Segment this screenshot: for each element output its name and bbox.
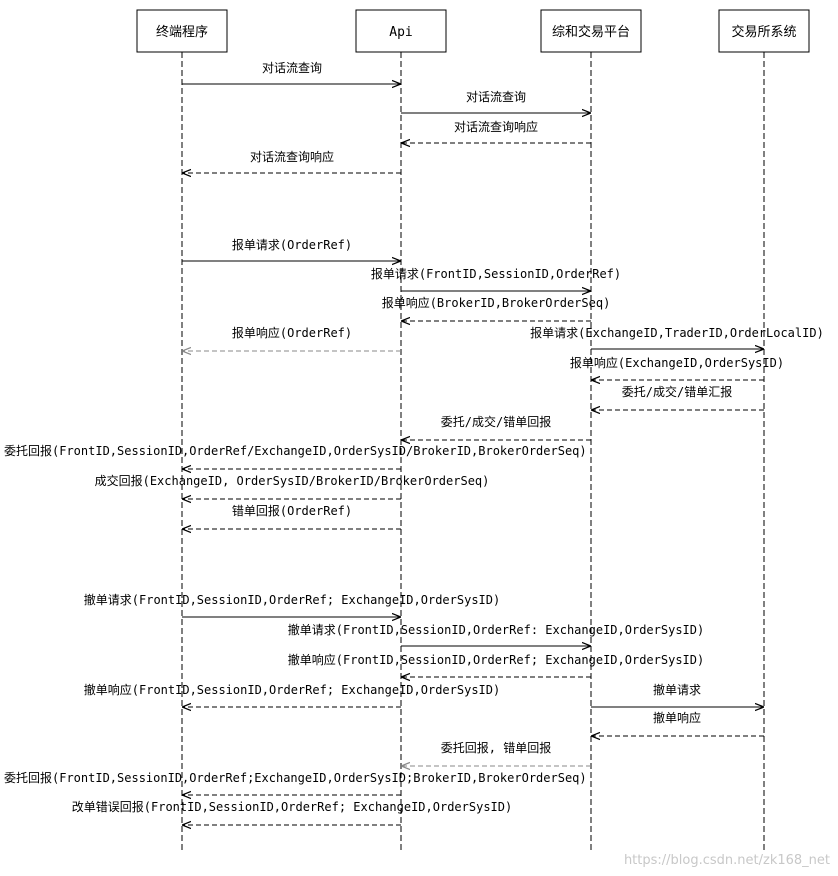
message-label: 成交回报(ExchangeID, OrderSysID/BrokerID/Bro… <box>95 473 490 488</box>
message-18: 撤单响应(FrontID,SessionID,OrderRef; Exchang… <box>288 652 704 677</box>
message-label: 委托回报(FrontID,SessionID,OrderRef/Exchange… <box>4 443 587 458</box>
actor-api-label: Api <box>389 25 412 40</box>
message-label: 报单请求(OrderRef) <box>232 237 352 252</box>
message-label: 报单响应(ExchangeID,OrderSysID) <box>570 355 784 370</box>
message-13: 委托回报(FrontID,SessionID,OrderRef/Exchange… <box>4 443 587 469</box>
message-label: 报单请求(FrontID,SessionID,OrderRef) <box>371 266 621 281</box>
actor-exchange-box <box>718 9 810 53</box>
actor-platform-label: 综和交易平台 <box>552 24 630 40</box>
message-14: 成交回报(ExchangeID, OrderSysID/BrokerID/Bro… <box>95 473 490 499</box>
message-label: 报单请求(ExchangeID,TraderID,OrderLocalID) <box>530 325 824 340</box>
message-label: 撤单响应(FrontID,SessionID,OrderRef; Exchang… <box>288 652 704 667</box>
message-20: 撤单请求 <box>591 682 764 707</box>
message-label: 对话流查询响应 <box>454 119 538 134</box>
actor-terminal-box <box>136 9 228 53</box>
actor-platform-box <box>540 9 642 53</box>
message-label: 报单响应(BrokerID,BrokerOrderSeq) <box>382 295 611 310</box>
actor-platform: 综和交易平台 <box>540 9 642 53</box>
actor-api-box <box>355 9 447 53</box>
message-10: 报单响应(ExchangeID,OrderSysID) <box>570 355 784 380</box>
message-22: 委托回报, 错单回报 <box>401 740 591 766</box>
message-label: 改单错误回报(FrontID,SessionID,OrderRef; Excha… <box>72 799 512 814</box>
watermark: https://blog.csdn.net/zk168_net <box>624 853 830 868</box>
message-19: 撤单响应(FrontID,SessionID,OrderRef; Exchang… <box>84 682 500 707</box>
message-label: 撤单请求 <box>653 682 701 697</box>
message-5: 报单请求(OrderRef) <box>182 237 401 261</box>
message-9: 报单请求(ExchangeID,TraderID,OrderLocalID) <box>530 325 824 349</box>
message-11: 委托/成交/错单汇报 <box>591 384 764 410</box>
message-label: 撤单请求(FrontID,SessionID,OrderRef; Exchang… <box>84 592 500 607</box>
message-label: 撤单响应(FrontID,SessionID,OrderRef; Exchang… <box>84 682 500 697</box>
message-label: 撤单响应 <box>653 710 701 725</box>
message-label: 对话流查询 <box>466 90 526 104</box>
message-7: 报单响应(BrokerID,BrokerOrderSeq) <box>382 295 611 321</box>
message-21: 撤单响应 <box>591 710 764 736</box>
message-label: 报单响应(OrderRef) <box>232 325 352 340</box>
message-4: 对话流查询响应 <box>182 149 401 173</box>
message-8: 报单响应(OrderRef) <box>182 325 401 351</box>
message-15: 错单回报(OrderRef) <box>182 503 401 529</box>
actor-terminal-label: 终端程序 <box>156 24 208 40</box>
message-label: 委托/成交/错单汇报 <box>622 384 732 399</box>
message-24: 改单错误回报(FrontID,SessionID,OrderRef; Excha… <box>72 799 512 825</box>
message-label: 撤单请求(FrontID,SessionID,OrderRef: Exchang… <box>288 622 704 637</box>
message-label: 对话流查询 <box>262 61 322 75</box>
message-1: 对话流查询 <box>182 61 401 84</box>
message-label: 委托回报(FrontID,SessionID,OrderRef;Exchange… <box>4 770 587 785</box>
message-17: 撤单请求(FrontID,SessionID,OrderRef: Exchang… <box>288 622 704 646</box>
message-16: 撤单请求(FrontID,SessionID,OrderRef; Exchang… <box>84 592 500 617</box>
message-2: 对话流查询 <box>401 90 591 113</box>
message-label: 委托回报, 错单回报 <box>441 740 551 755</box>
message-3: 对话流查询响应 <box>401 119 591 143</box>
message-23: 委托回报(FrontID,SessionID,OrderRef;Exchange… <box>4 770 587 795</box>
message-label: 错单回报(OrderRef) <box>232 503 352 518</box>
message-12: 委托/成交/错单回报 <box>401 414 591 440</box>
actor-terminal: 终端程序 <box>136 9 228 53</box>
actor-exchange: 交易所系统 <box>718 9 810 53</box>
actor-api: Api <box>355 9 447 53</box>
message-label: 委托/成交/错单回报 <box>441 414 551 429</box>
message-6: 报单请求(FrontID,SessionID,OrderRef) <box>371 266 621 291</box>
message-label: 对话流查询响应 <box>250 149 334 164</box>
actor-exchange-label: 交易所系统 <box>731 24 796 40</box>
